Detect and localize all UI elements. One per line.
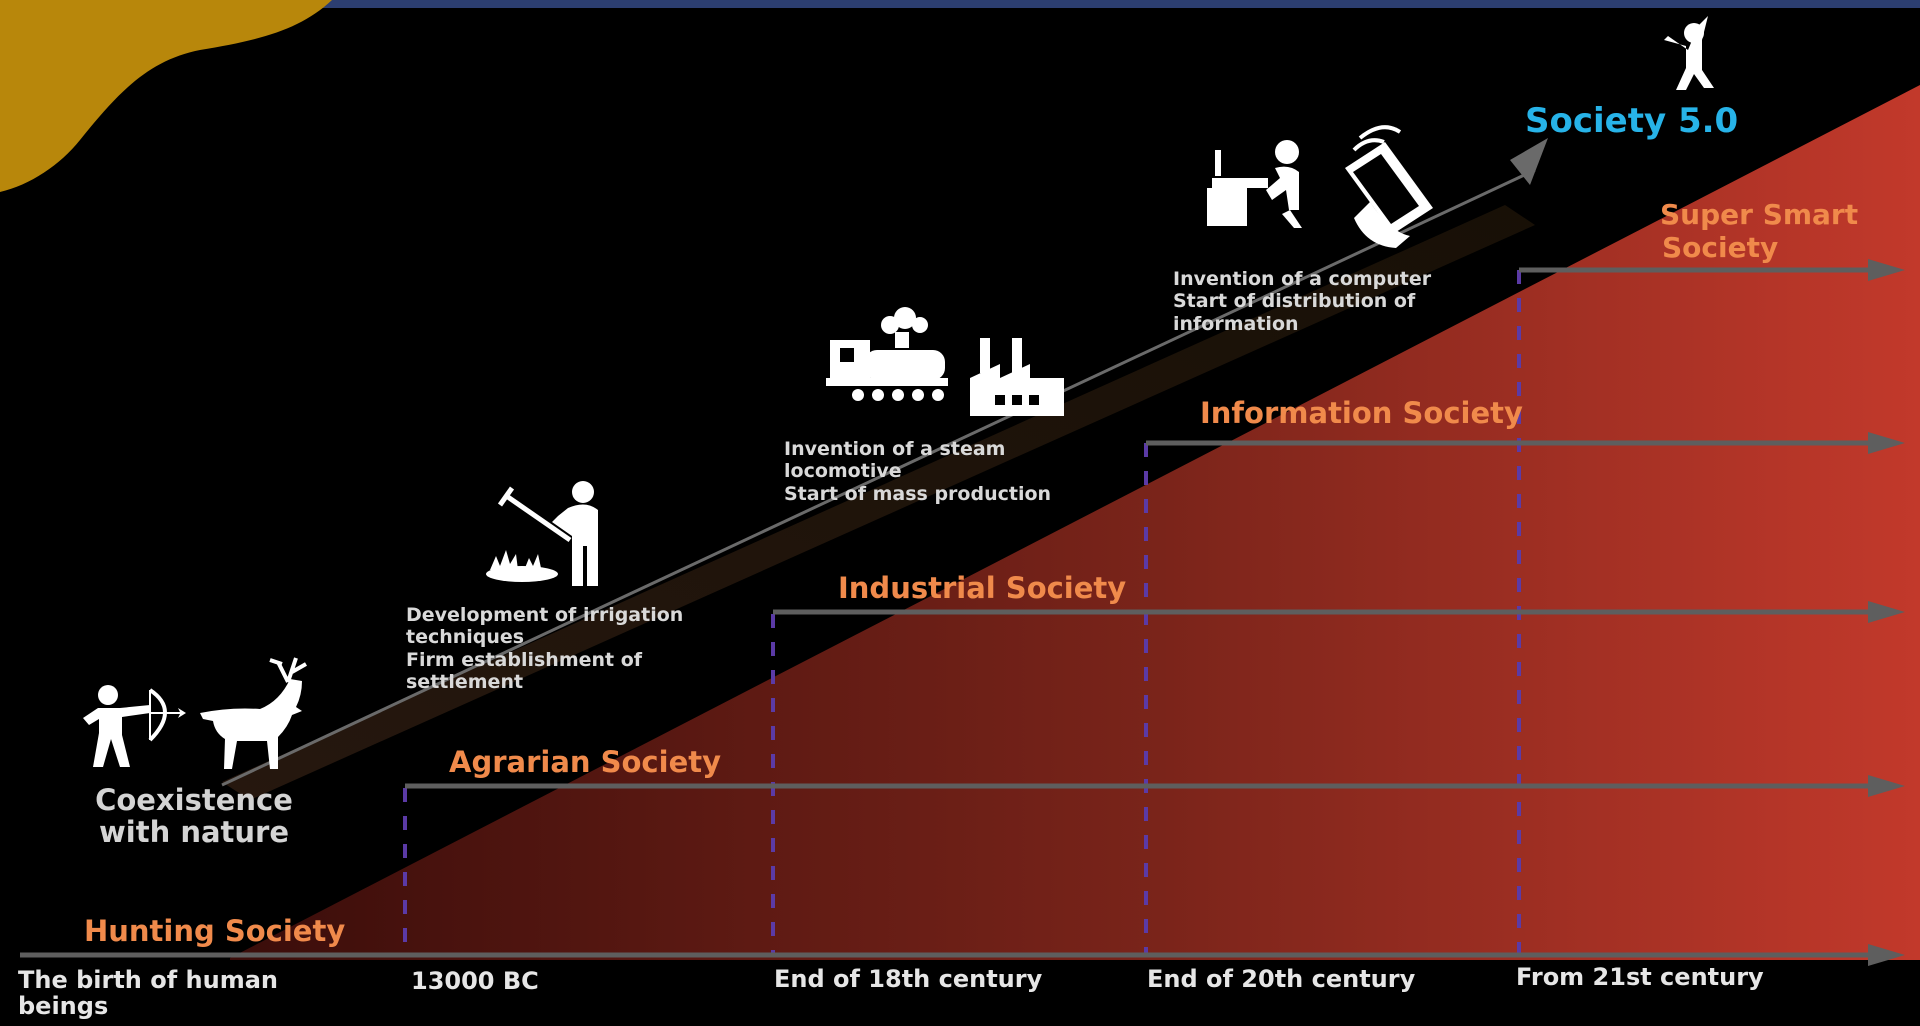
era-21st-century-label: From 21st century	[1516, 963, 1764, 991]
progress-arrow-line	[221, 168, 1536, 787]
information-arrow-head	[1868, 432, 1905, 454]
information-milestone-line-2: Start of distribution of	[1173, 290, 1416, 313]
industrial-milestone-line-3: Start of mass production	[784, 482, 1052, 505]
industrial-milestone: Invention of a steam locomotive Start of…	[784, 438, 1051, 505]
timeline-axis-head	[1868, 944, 1905, 966]
era-20th-century-label: End of 20th century	[1147, 965, 1416, 993]
corner-blob	[0, 0, 332, 192]
industrial-arrow-head	[1868, 601, 1905, 623]
agrarian-milestone-line-2: techniques	[406, 626, 525, 649]
agrarian-society-label: Agrarian Society	[449, 745, 722, 779]
agrarian-milestone-line-3: Firm establishment of	[406, 648, 643, 671]
super-smart-line-1: Super Smart	[1660, 198, 1859, 231]
hunting-society-label: Hunting Society	[84, 914, 346, 948]
information-society-label: Information Society	[1200, 396, 1523, 430]
smartphone-icon	[1345, 125, 1433, 248]
era-birth-line-2: beings	[18, 992, 109, 1021]
computer-worker-icon	[1207, 140, 1302, 228]
agrarian-milestone-line-4: settlement	[406, 671, 524, 694]
information-milestone: Invention of a computer Start of distrib…	[1173, 268, 1431, 335]
growth-triangle	[230, 85, 1920, 960]
super-smart-arrow-head	[1868, 259, 1905, 281]
super-smart-society-label: Super Smart Society	[1660, 198, 1858, 264]
archer-icon	[83, 685, 186, 767]
progress-band	[222, 205, 1535, 800]
era-13000bc-label: 13000 BC	[411, 967, 539, 995]
factory-icon	[970, 338, 1064, 416]
hunting-milestone-line-2: with nature	[98, 815, 290, 850]
industrial-milestone-line-1: Invention of a steam	[784, 438, 1006, 460]
jumping-person-icon	[1664, 16, 1714, 90]
society-arrows	[20, 259, 1905, 966]
era-birth-line-1: The birth of human	[18, 966, 278, 994]
hunting-milestone: Coexistence with nature	[74, 784, 314, 849]
super-smart-line-2: Society	[1662, 231, 1779, 265]
progress-arrow-head	[1510, 138, 1548, 185]
top-bar	[320, 0, 1920, 8]
society-5-title: Society 5.0	[1525, 101, 1739, 141]
deer-icon	[200, 657, 307, 769]
farmer-icon	[486, 481, 598, 586]
information-milestone-line-3: information	[1173, 312, 1299, 335]
locomotive-icon	[826, 307, 948, 401]
agrarian-milestone: Development of irrigation techniques Fir…	[406, 604, 683, 694]
agrarian-arrow-head	[1868, 775, 1905, 797]
era-18th-century-label: End of 18th century	[774, 965, 1043, 993]
era-birth-label: The birth of human beings	[18, 967, 278, 1020]
industrial-milestone-line-2: locomotive	[784, 460, 902, 483]
industrial-society-label: Industrial Society	[838, 571, 1127, 605]
hunting-milestone-line-1: Coexistence	[95, 783, 293, 817]
agrarian-milestone-line-1: Development of irrigation	[406, 604, 684, 626]
information-milestone-line-1: Invention of a computer	[1173, 268, 1432, 290]
